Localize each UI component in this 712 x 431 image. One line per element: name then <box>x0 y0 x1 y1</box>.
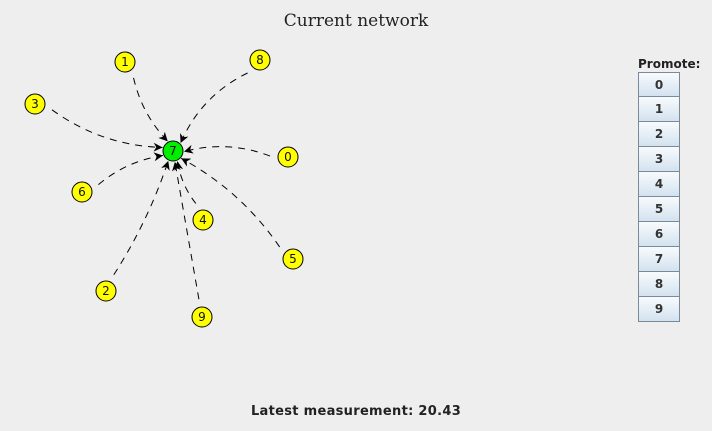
node-8: 8 <box>249 49 271 71</box>
node-label: 3 <box>31 97 39 111</box>
node-layer: 0 1 2 3 4 5 6 7 8 9 <box>24 49 304 328</box>
node-circle <box>95 280 117 302</box>
node-0: 0 <box>277 146 299 168</box>
node-circle <box>191 306 213 328</box>
promote-button-7[interactable]: 7 <box>638 247 680 272</box>
edge-4-to-7 <box>174 161 197 204</box>
promote-button-1[interactable]: 1 <box>638 97 680 122</box>
promote-button-9[interactable]: 9 <box>638 297 680 322</box>
node-circle <box>192 209 214 231</box>
node-label: 0 <box>284 150 292 164</box>
edge-3-to-7 <box>51 109 163 152</box>
node-circle <box>24 93 46 115</box>
node-circle <box>71 181 93 203</box>
node-circle <box>162 140 184 162</box>
node-circle <box>282 248 304 270</box>
node-circle <box>277 146 299 168</box>
promote-button-4[interactable]: 4 <box>638 172 680 197</box>
node-1: 1 <box>114 51 136 73</box>
edge-2-to-7 <box>113 160 170 276</box>
node-label: 1 <box>121 55 129 69</box>
node-2: 2 <box>95 280 117 302</box>
node-label: 6 <box>78 185 86 199</box>
edge-6-to-7 <box>98 152 164 185</box>
promote-button-0[interactable]: 0 <box>638 72 680 97</box>
node-label: 8 <box>256 53 264 67</box>
latest-measurement: Latest measurement: 20.43 <box>0 404 712 419</box>
promote-button-3[interactable]: 3 <box>638 147 680 172</box>
measurement-value: 20.43 <box>418 404 462 419</box>
edge-8-to-7 <box>180 72 248 144</box>
measurement-label: Latest measurement: <box>250 404 414 419</box>
promote-button-5[interactable]: 5 <box>638 197 680 222</box>
node-label: 9 <box>198 310 206 324</box>
node-circle <box>114 51 136 73</box>
node-6: 6 <box>71 181 93 203</box>
promote-button-6[interactable]: 6 <box>638 222 680 247</box>
promote-label: Promote: <box>638 57 701 71</box>
node-circle <box>249 49 271 71</box>
node-label: 2 <box>102 284 110 298</box>
edge-9-to-7 <box>172 161 200 300</box>
window-title: Current network <box>283 11 429 31</box>
node-label: 4 <box>199 213 207 227</box>
node-9: 9 <box>191 306 213 328</box>
node-5: 5 <box>282 248 304 270</box>
node-label: 7 <box>169 144 177 158</box>
hub-node-7: 7 <box>162 140 184 162</box>
edge-0-to-7 <box>183 144 271 157</box>
promote-button-2[interactable]: 2 <box>638 122 680 147</box>
promote-button-8[interactable]: 8 <box>638 272 680 297</box>
node-4: 4 <box>192 209 214 231</box>
edge-layer <box>51 72 281 300</box>
node-3: 3 <box>24 93 46 115</box>
edge-5-to-7 <box>180 157 281 248</box>
edge-1-to-7 <box>133 77 169 142</box>
node-label: 5 <box>289 252 297 266</box>
